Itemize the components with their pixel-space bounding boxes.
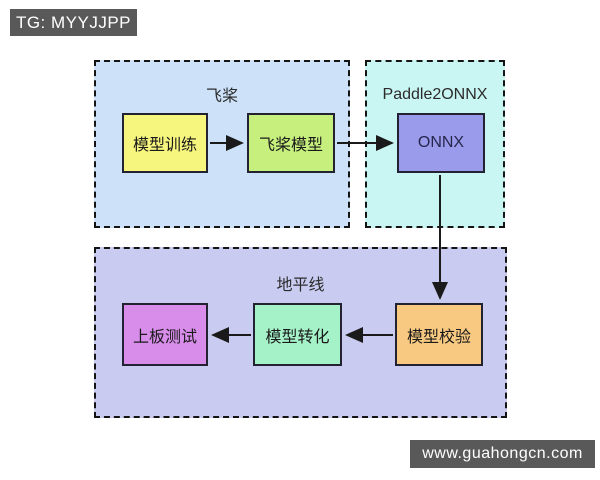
node-board-test: 上板测试 [122,303,208,366]
group-paddle2onnx-title: Paddle2ONNX [382,86,488,103]
node-model-convert: 模型转化 [253,303,342,366]
site-watermark-badge: www.guahongcn.com [410,440,595,468]
tg-watermark-badge: TG: MYYJJPP [10,9,137,36]
node-model-check: 模型校验 [395,303,483,366]
node-model-training: 模型训练 [122,113,208,173]
node-onnx: ONNX [397,113,485,173]
group-paddle-title: 飞桨 [205,88,238,105]
node-paddle-model: 飞桨模型 [247,113,335,173]
group-horizon-title: 地平线 [276,277,325,294]
